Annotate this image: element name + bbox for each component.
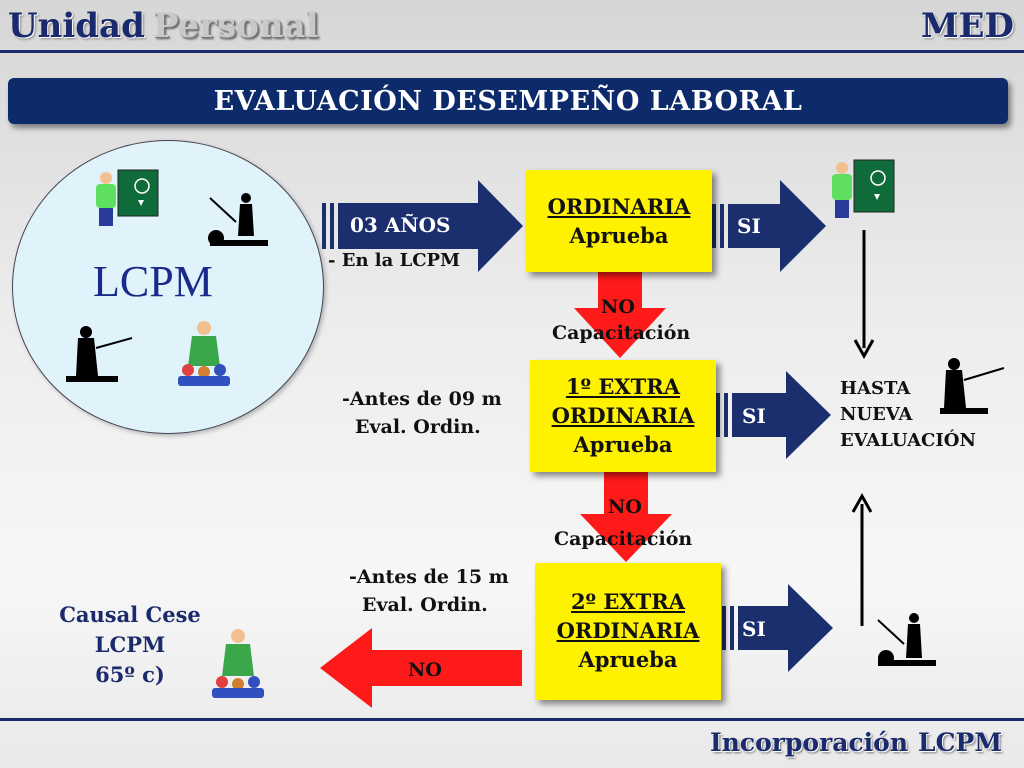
note-1-line-2: Eval. Ordin. — [355, 416, 481, 438]
entry-arrow-sublabel: - En la LCPM — [328, 250, 461, 271]
si-label-2: SI — [742, 404, 766, 428]
lecturer-silhouette-icon-bottom-right — [877, 613, 936, 666]
step-extra-1-title: 1º EXTRA — [565, 374, 681, 399]
capacitacion-label-1: Capacitación — [552, 322, 691, 344]
entry-arrow — [322, 180, 523, 272]
si-label-3: SI — [742, 617, 766, 641]
footer-word-lcpm: LCPM — [918, 728, 1002, 757]
speaker-audience-icon — [178, 321, 230, 386]
no-label-3: NO — [408, 659, 442, 681]
speaker-pointer-icon-right — [940, 358, 1005, 414]
speaker-pointer-icon — [66, 326, 133, 382]
note-1-line-1: -Antes de 09 m — [342, 388, 502, 410]
si-arrow-1 — [712, 180, 826, 272]
no-down-arrow-1 — [574, 272, 666, 358]
note-2-line-1: -Antes de 15 m — [349, 566, 509, 588]
title-banner: EVALUACIÓN DESEMPEÑO LABORAL — [8, 78, 1008, 124]
step-extra-1-result: Aprueba — [573, 432, 673, 457]
header-divider — [0, 50, 1024, 53]
si-label-1: SI — [737, 214, 761, 238]
page-title: EVALUACIÓN DESEMPEÑO LABORAL — [213, 85, 803, 117]
no-label-2: NO — [608, 496, 642, 518]
lcpm-circle-label: LCPM — [93, 257, 213, 306]
down-line-arrow — [853, 230, 875, 360]
note-2-line-2: Eval. Ordin. — [362, 594, 488, 616]
causal-cese-line-1: Causal Cese — [59, 602, 201, 627]
footer-word-incorporacion: Incorporación — [710, 728, 909, 757]
brand-med: MED — [920, 6, 1014, 46]
step-ordinaria-result: Aprueba — [569, 223, 669, 248]
teacher-chalkboard-icon — [96, 169, 159, 226]
lecturer-silhouette-icon — [208, 193, 268, 246]
no-label-1: NO — [601, 296, 635, 318]
step-extra-2-title: 2º EXTRA — [570, 589, 686, 614]
step-extra-1-subtitle: ORDINARIA — [551, 403, 695, 428]
step-extra-2-result: Aprueba — [578, 647, 678, 672]
capacitacion-label-2: Capacitación — [554, 528, 693, 550]
speaker-audience-icon-cese — [212, 629, 264, 698]
outcome-line-2: NUEVA — [840, 404, 913, 425]
step-extra-2-subtitle: ORDINARIA — [556, 618, 700, 643]
lcpm-circle — [12, 140, 324, 434]
step-extra-1: 1º EXTRA ORDINARIA Aprueba — [530, 360, 716, 472]
outcome-line-3: EVALUACIÓN — [840, 430, 976, 451]
si-arrow-3 — [722, 584, 833, 672]
step-ordinaria: ORDINARIA Aprueba — [526, 170, 712, 272]
causal-cese: Causal Cese LCPM 65º c) — [40, 600, 220, 690]
causal-cese-line-3: 65º c) — [95, 662, 165, 687]
entry-arrow-label: 03 AÑOS — [350, 213, 451, 237]
no-left-arrow — [320, 628, 522, 708]
outcome-line-1: HASTA — [840, 378, 911, 399]
outcome-text: HASTA NUEVA EVALUACIÓN — [840, 376, 976, 454]
si-arrow-2 — [716, 371, 831, 459]
teacher-chalkboard-icon-top-right — [832, 159, 895, 218]
footer-brand: Incorporación LCPM — [710, 728, 1002, 757]
step-extra-2: 2º EXTRA ORDINARIA Aprueba — [535, 563, 721, 700]
no-down-arrow-2 — [580, 472, 672, 562]
brand-word-personal: Personal — [152, 6, 319, 46]
up-line-arrow — [851, 492, 873, 626]
step-ordinaria-title: ORDINARIA — [547, 194, 691, 219]
footer-divider — [0, 718, 1024, 721]
brand-word-unidad: Unidad — [8, 6, 145, 46]
causal-cese-line-2: LCPM — [94, 632, 166, 657]
